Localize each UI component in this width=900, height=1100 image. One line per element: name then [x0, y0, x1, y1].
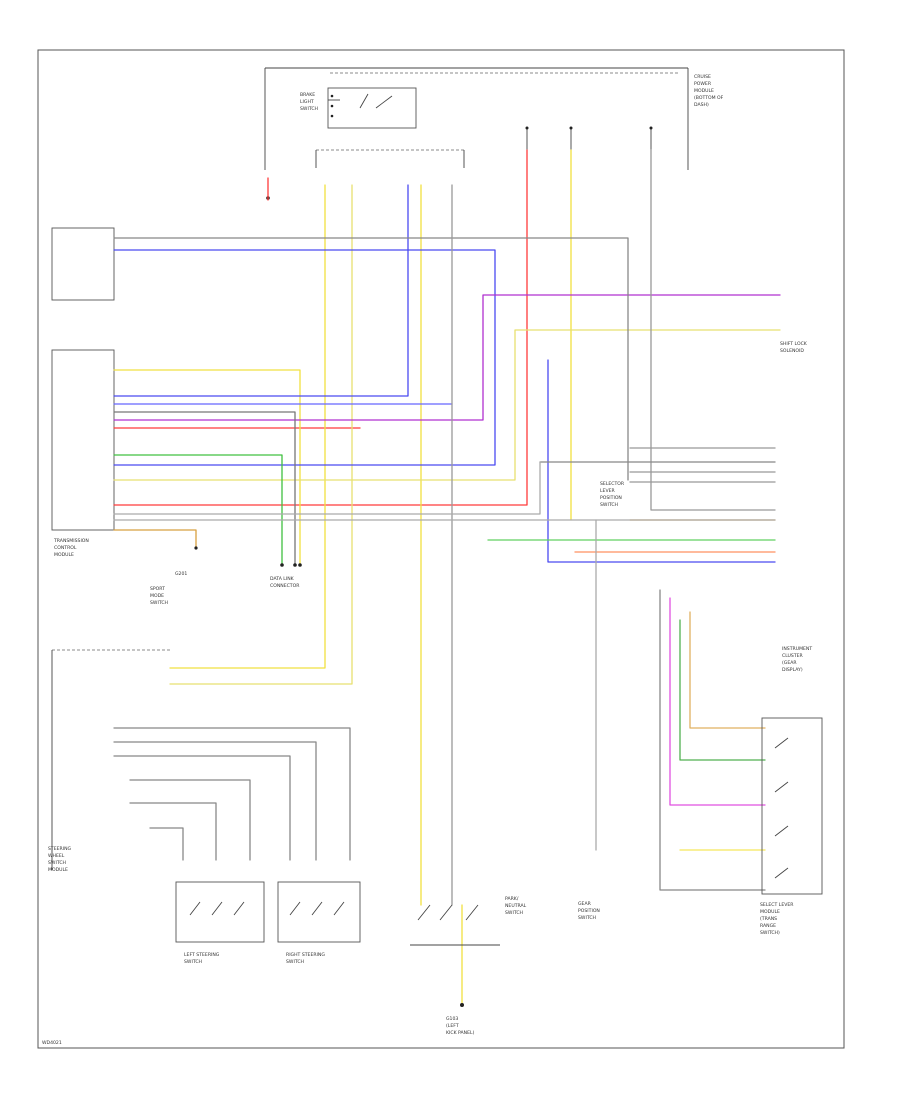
- select-lever-label-0: SELECT LEVER: [760, 902, 794, 908]
- selector-pos-label-2: POSITION: [600, 495, 622, 501]
- fuse-stubs: [266, 126, 653, 200]
- cruise-power-label-1: POWER: [694, 81, 712, 87]
- diagram-frame: [37, 49, 845, 1049]
- sw-module-label-1: WHEEL: [48, 853, 65, 859]
- brake-switch-label-2: SWITCH: [300, 106, 318, 112]
- top-power-bus: [264, 67, 689, 170]
- tcm-label-2: MODULE: [54, 552, 74, 558]
- brake-switch-label-1: LIGHT: [300, 99, 314, 105]
- cruise-power-label-2: MODULE: [694, 88, 714, 94]
- shift-lock-label-0: SHIFT LOCK: [780, 341, 808, 347]
- right-steering-label-0: RIGHT STEERING: [286, 952, 325, 958]
- cruise-power-label-0: CRUISE: [694, 74, 711, 80]
- ground-point-label: G201: [175, 571, 187, 577]
- sport-mode-label-0: SPORT: [150, 586, 165, 592]
- selector-pos-label-0: SELECTOR: [600, 481, 625, 487]
- selector-pos-label-3: SWITCH: [600, 502, 618, 508]
- select-lever-label-3: RANGE: [760, 923, 776, 929]
- select-lever-module: SELECT LEVER MODULE (TRANS RANGE SWITCH): [760, 717, 823, 936]
- left-steering-label-0: LEFT STEERING: [184, 952, 220, 958]
- gear-position-switch: GEAR POSITION SWITCH: [578, 901, 600, 921]
- tcm-label-0: TRANSMISSION: [53, 538, 89, 544]
- ground-bottom: G103 (LEFT KICK PANEL): [446, 1003, 475, 1036]
- cruise-power-label-4: DASH): [694, 102, 709, 108]
- shift-lock-label-1: SOLENOID: [780, 348, 804, 354]
- sw-module-label-0: STEERING: [48, 846, 72, 852]
- cluster-label-3: DISPLAY): [782, 667, 803, 673]
- cluster-label-0: INSTRUMENT: [782, 646, 812, 652]
- gear-position-label-0: GEAR: [578, 901, 592, 907]
- park-neutral-label-0: PARK/: [505, 896, 519, 902]
- data-link-connector: DATA LINK CONNECTOR: [270, 563, 302, 589]
- ground-bottom-label-2: KICK PANEL): [446, 1030, 475, 1036]
- ground-bottom-label-0: G103: [446, 1016, 458, 1022]
- park-neutral-label-2: SWITCH: [505, 910, 523, 916]
- select-lever-label-4: SWITCH): [760, 930, 780, 936]
- data-link-label-0: DATA LINK: [270, 576, 295, 582]
- sport-mode-switch: SPORT MODE SWITCH: [150, 546, 198, 606]
- figure-id: WD4021: [42, 1040, 62, 1046]
- ground-point: G201: [175, 571, 187, 577]
- sw-module-label-2: SWITCH: [48, 860, 66, 866]
- gear-position-label-2: SWITCH: [578, 915, 596, 921]
- upper-left-module: [51, 227, 115, 301]
- cluster-label-2: (GEAR: [782, 660, 797, 666]
- sport-mode-label-2: SWITCH: [150, 600, 168, 606]
- left-steering-switch: LEFT STEERING SWITCH: [175, 881, 265, 965]
- cluster-label-1: CLUSTER: [782, 653, 804, 659]
- park-neutral-switch: PARK/ NEUTRAL SWITCH: [410, 896, 527, 946]
- selector-lever-position-switch: SELECTOR LEVER POSITION SWITCH: [600, 481, 625, 508]
- sport-mode-label-1: MODE: [150, 593, 164, 599]
- right-steering-label-1: SWITCH: [286, 959, 304, 965]
- steering-switch-module: STEERING WHEEL SWITCH MODULE: [48, 649, 170, 873]
- right-steering-switch: RIGHT STEERING SWITCH: [277, 881, 361, 965]
- wires: [113, 149, 781, 1006]
- select-lever-label-2: (TRANS: [760, 916, 777, 922]
- gear-position-label-1: POSITION: [578, 908, 600, 914]
- cruise-power-label-3: (BOTTOM OF: [694, 95, 724, 101]
- ground-bottom-label-1: (LEFT: [446, 1023, 459, 1029]
- sw-module-label-3: MODULE: [48, 867, 68, 873]
- brake-switch-label-0: BRAKE: [300, 92, 315, 98]
- park-neutral-label-1: NEUTRAL: [505, 903, 527, 909]
- select-lever-label-1: MODULE: [760, 909, 780, 915]
- transmission-control-module: TRANSMISSION CONTROL MODULE: [51, 349, 115, 558]
- brake-switch: BRAKE LIGHT SWITCH: [300, 87, 417, 129]
- tcm-label-1: CONTROL: [54, 545, 77, 551]
- selector-pos-label-1: LEVER: [600, 488, 616, 494]
- cruise-power-distribution: CRUISE POWER MODULE (BOTTOM OF DASH): [315, 74, 724, 168]
- left-steering-label-1: SWITCH: [184, 959, 202, 965]
- shift-lock-solenoid: SHIFT LOCK SOLENOID: [780, 341, 808, 354]
- data-link-label-1: CONNECTOR: [270, 583, 300, 589]
- instrument-cluster: INSTRUMENT CLUSTER (GEAR DISPLAY): [782, 646, 812, 673]
